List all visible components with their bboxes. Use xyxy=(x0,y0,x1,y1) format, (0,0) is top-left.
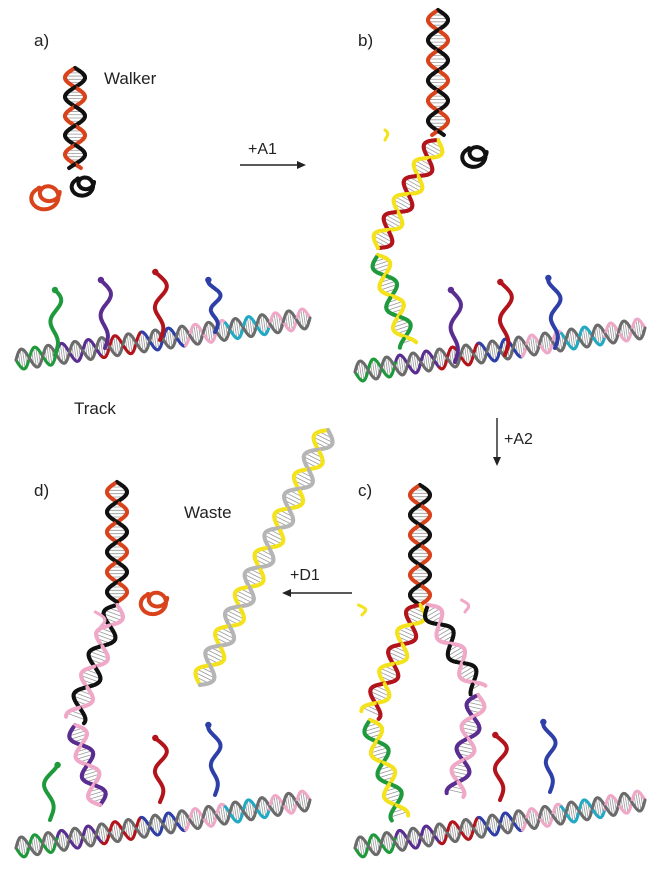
anchor-d-green xyxy=(42,761,61,822)
track-d xyxy=(14,789,312,859)
walker-fuel-duplex-b xyxy=(371,138,445,250)
arrow-a2: +A2 xyxy=(493,418,533,466)
arrow-a1-label: +A1 xyxy=(248,141,277,158)
fuel-overhang-c-yellow xyxy=(357,603,368,617)
anchor-a-blue xyxy=(205,276,223,334)
walker-label: Walker xyxy=(104,69,157,88)
waste-duplex xyxy=(193,428,335,687)
anchor-a-purple xyxy=(97,276,113,350)
walker-pink-duplex-d xyxy=(64,603,125,726)
pink-overhang-d xyxy=(93,610,107,630)
fuel-overhang-c-pink xyxy=(460,598,471,614)
track-b xyxy=(353,317,647,383)
anchor-d-blue xyxy=(205,721,223,797)
panel-label-b: b) xyxy=(358,31,373,50)
anchor-duplex-c-purple xyxy=(444,693,487,799)
track-label: Track xyxy=(74,399,116,418)
walker-toehold-a-red xyxy=(29,184,62,212)
anchor-duplex-b-green xyxy=(370,253,419,350)
molecular-structures xyxy=(14,8,647,859)
track-c xyxy=(353,789,647,859)
arrow-d1: +D1 xyxy=(282,567,352,597)
panel-label-d: d) xyxy=(34,481,49,500)
anchor-duplex-c-green xyxy=(362,718,411,823)
anchor-c-red xyxy=(492,731,509,802)
walker-toehold-b-black xyxy=(460,145,489,169)
waste-label: Waste xyxy=(184,503,232,522)
anchor-duplex-d-purple xyxy=(67,723,108,807)
anchor-b-purple xyxy=(447,286,463,364)
fuel-overhang-b xyxy=(383,128,390,142)
arrow-d1-label: +D1 xyxy=(290,567,320,584)
anchor-a-green xyxy=(48,286,64,357)
anchor-b-blue xyxy=(545,274,563,350)
track-a xyxy=(14,307,312,371)
panel-label-a: a) xyxy=(34,31,49,50)
walker-helix-c xyxy=(408,483,432,607)
anchor-c-blue xyxy=(540,718,558,794)
walker-helix-d xyxy=(105,480,129,604)
anchor-d-red xyxy=(152,734,169,804)
arrow-a2-label: +A2 xyxy=(504,431,533,448)
walker-toehold-d-red xyxy=(138,590,170,617)
panel-label-c: c) xyxy=(358,481,372,500)
anchor-b-red xyxy=(497,278,514,357)
walker-helix-b xyxy=(426,8,450,137)
walker-toehold-a-black xyxy=(69,175,96,198)
anchor-a-red xyxy=(152,268,169,342)
walker-helix-a xyxy=(63,66,87,170)
arrow-a1: +A1 xyxy=(240,141,306,169)
fuel-duplex-c-left xyxy=(359,603,428,721)
fuel-duplex-c-right xyxy=(423,603,488,697)
